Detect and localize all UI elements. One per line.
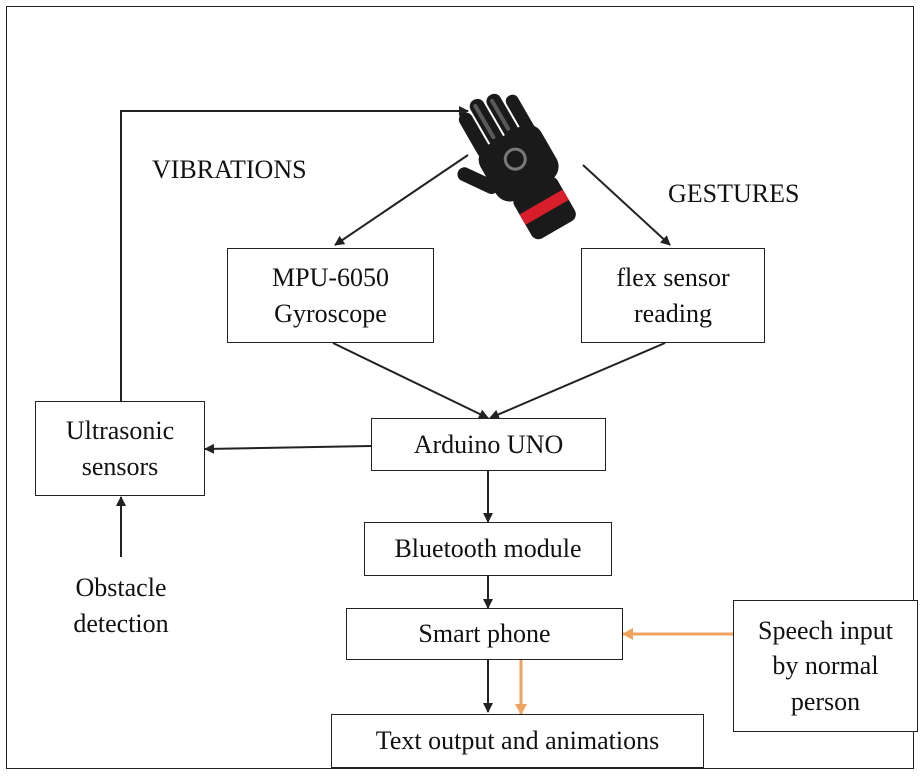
arrow-ultrasonic-to-glove xyxy=(120,106,469,401)
speech-line2: by normal xyxy=(772,651,879,681)
mpu-line1: MPU-6050 xyxy=(271,263,389,293)
obstacle-detection-label: Obstacle detection xyxy=(50,570,192,643)
ultrasonic-line2: sensors xyxy=(81,451,159,481)
arrow-arduino-to-ultrasonic xyxy=(204,443,372,454)
arrow-mpu-to-arduino xyxy=(332,342,489,419)
arduino-line1: Arduino UNO xyxy=(413,429,564,459)
gestures-label: GESTURES xyxy=(668,179,800,208)
smartphone-line1: Smart phone xyxy=(418,619,551,649)
smart-phone-box: Smart phone xyxy=(346,608,623,660)
flex-sensor-box: flex sensor reading xyxy=(581,248,765,343)
flex-line2: reading xyxy=(634,298,712,328)
ultrasonic-sensors-box: Ultrasonic sensors xyxy=(35,401,205,496)
arrow-flex-to-arduino xyxy=(489,342,666,420)
speech-line3: person xyxy=(790,686,861,716)
mpu-line2: Gyroscope xyxy=(274,298,387,328)
bluetooth-line1: Bluetooth module xyxy=(394,534,582,564)
bluetooth-module-box: Bluetooth module xyxy=(364,522,612,576)
text-output-box: Text output and animations xyxy=(331,714,704,768)
glove-icon xyxy=(457,93,576,240)
ultrasonic-line1: Ultrasonic xyxy=(65,416,175,446)
arrow-glove-to-flex xyxy=(582,164,671,246)
arrow-glove-to-mpu xyxy=(334,154,469,246)
mpu-6050-box: MPU-6050 Gyroscope xyxy=(227,248,434,343)
speech-input-box: Speech input by normal person xyxy=(733,600,918,732)
arduino-uno-box: Arduino UNO xyxy=(371,418,606,471)
obstacle-line2: detection xyxy=(73,609,169,639)
obstacle-line1: Obstacle xyxy=(75,573,167,602)
vibrations-label: VIBRATIONS xyxy=(152,155,307,184)
output-line1: Text output and animations xyxy=(375,726,660,756)
speech-line1: Speech input xyxy=(757,616,894,646)
flex-line1: flex sensor xyxy=(616,263,730,293)
